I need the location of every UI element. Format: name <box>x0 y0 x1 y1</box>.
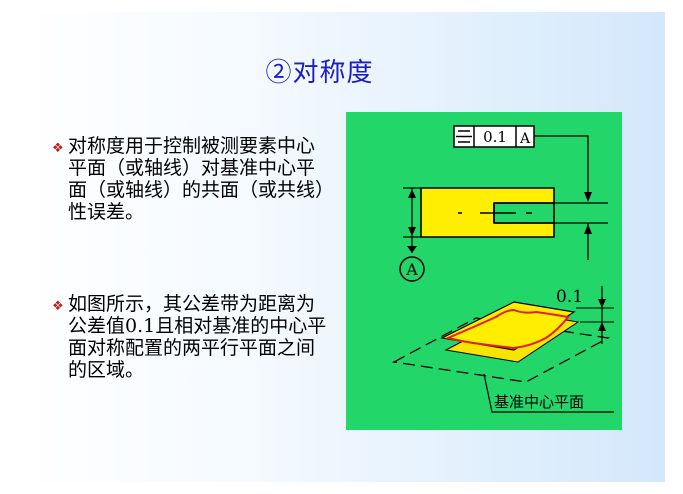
datum-symbol-circle <box>399 256 425 282</box>
slide: ②对称度 ❖ 对称度用于控制被测要素中心平面（或轴线）对基准中心平面（或轴线）的… <box>18 12 665 482</box>
diamond-bullet-icon: ❖ <box>52 141 64 156</box>
bullet-item: ❖ 对称度用于控制被测要素中心平面（或轴线）对基准中心平面（或轴线）的共面（或共… <box>52 135 330 223</box>
datum-letter: A <box>405 260 418 279</box>
actual-center-plane <box>444 308 570 350</box>
frame-tolerance-value: 0.1 <box>483 128 507 146</box>
bullet-item: ❖ 如图所示，其公差带为距离为公差值0.1且相对基准的中心平面对称配置的两平行平… <box>52 293 330 381</box>
bullet-text: 如图所示，其公差带为距离为公差值0.1且相对基准的中心平面对称配置的两平行平面之… <box>68 293 327 381</box>
figure-drawing: 0.1 A <box>391 125 614 413</box>
frame-leader-line <box>534 135 589 200</box>
feature-control-frame: 0.1 A <box>453 125 535 148</box>
leader-arrowhead <box>584 192 592 202</box>
symmetry-tolerance-figure: 0.1 A <box>346 112 622 430</box>
bullet-text: 对称度用于控制被测要素中心平面（或轴线）对基准中心平面（或轴线）的共面（或共线）… <box>68 135 325 223</box>
frame-datum-letter: A <box>519 131 531 147</box>
slide-title: ②对称度 <box>265 58 374 88</box>
symmetry-symbol-icon <box>456 130 472 143</box>
datum-plane-label: 基准中心平面 <box>494 393 584 411</box>
zone-width-value: 0.1 <box>556 287 583 307</box>
datum-center-plane <box>391 317 611 383</box>
diamond-bullet-icon: ❖ <box>52 299 64 314</box>
plane-label-leader <box>483 373 614 413</box>
